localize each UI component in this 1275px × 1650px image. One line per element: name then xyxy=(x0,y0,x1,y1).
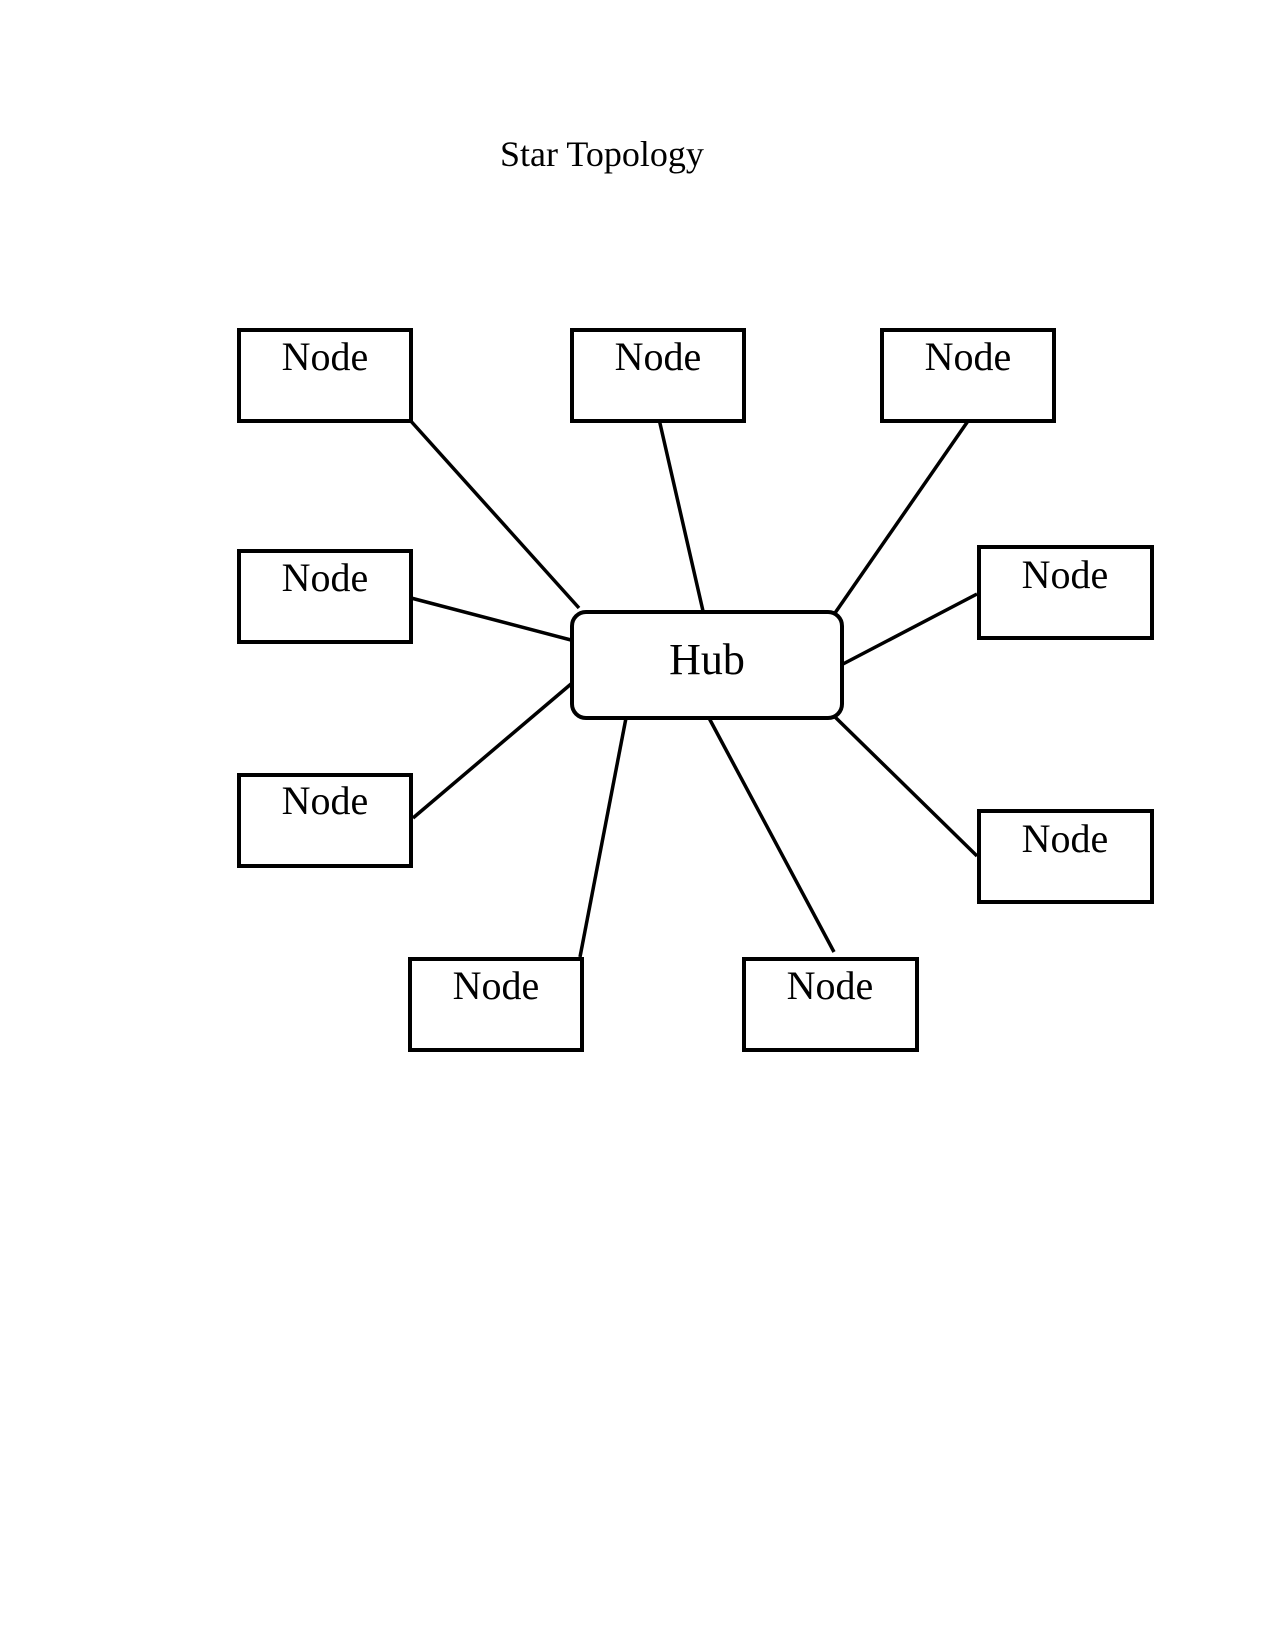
node-label: Node xyxy=(453,963,540,1008)
node-box xyxy=(977,809,1154,904)
node-label: Node xyxy=(1022,816,1109,861)
connections xyxy=(407,417,979,958)
node-box xyxy=(237,328,413,423)
node: Node xyxy=(977,545,1154,640)
node: Node xyxy=(880,328,1056,423)
node-label: Node xyxy=(282,334,369,379)
link-node-bottom-left xyxy=(578,717,628,958)
link-node-top-left xyxy=(407,417,581,610)
link-node-top-right xyxy=(833,420,970,614)
hub-label: Hub xyxy=(669,635,745,684)
node: Node xyxy=(570,328,746,423)
node-box xyxy=(408,957,584,1052)
link-node-upper-right xyxy=(842,592,978,666)
hub-box xyxy=(570,610,844,720)
node-label: Node xyxy=(1022,552,1109,597)
node-box xyxy=(880,328,1056,423)
link-node-bottom-right xyxy=(707,717,836,953)
hub: Hub xyxy=(570,610,844,720)
node-box xyxy=(977,545,1154,640)
node-box xyxy=(237,773,413,868)
node: Node xyxy=(742,957,919,1052)
node: Node xyxy=(977,809,1154,904)
diagram-title: Star Topology xyxy=(500,134,704,174)
node-label: Node xyxy=(787,963,874,1008)
node-label: Node xyxy=(282,555,369,600)
node-label: Node xyxy=(925,334,1012,379)
link-node-upper-left xyxy=(410,596,572,642)
node: Node xyxy=(237,549,413,644)
node: Node xyxy=(237,328,413,423)
link-node-lower-left xyxy=(411,682,573,820)
node: Node xyxy=(408,957,584,1052)
node: Node xyxy=(237,773,413,868)
link-node-top-center xyxy=(657,418,705,612)
node-label: Node xyxy=(282,778,369,823)
node-box xyxy=(742,957,919,1052)
link-node-lower-right xyxy=(832,714,979,858)
node-box xyxy=(570,328,746,423)
node-box xyxy=(237,549,413,644)
node-label: Node xyxy=(615,334,702,379)
